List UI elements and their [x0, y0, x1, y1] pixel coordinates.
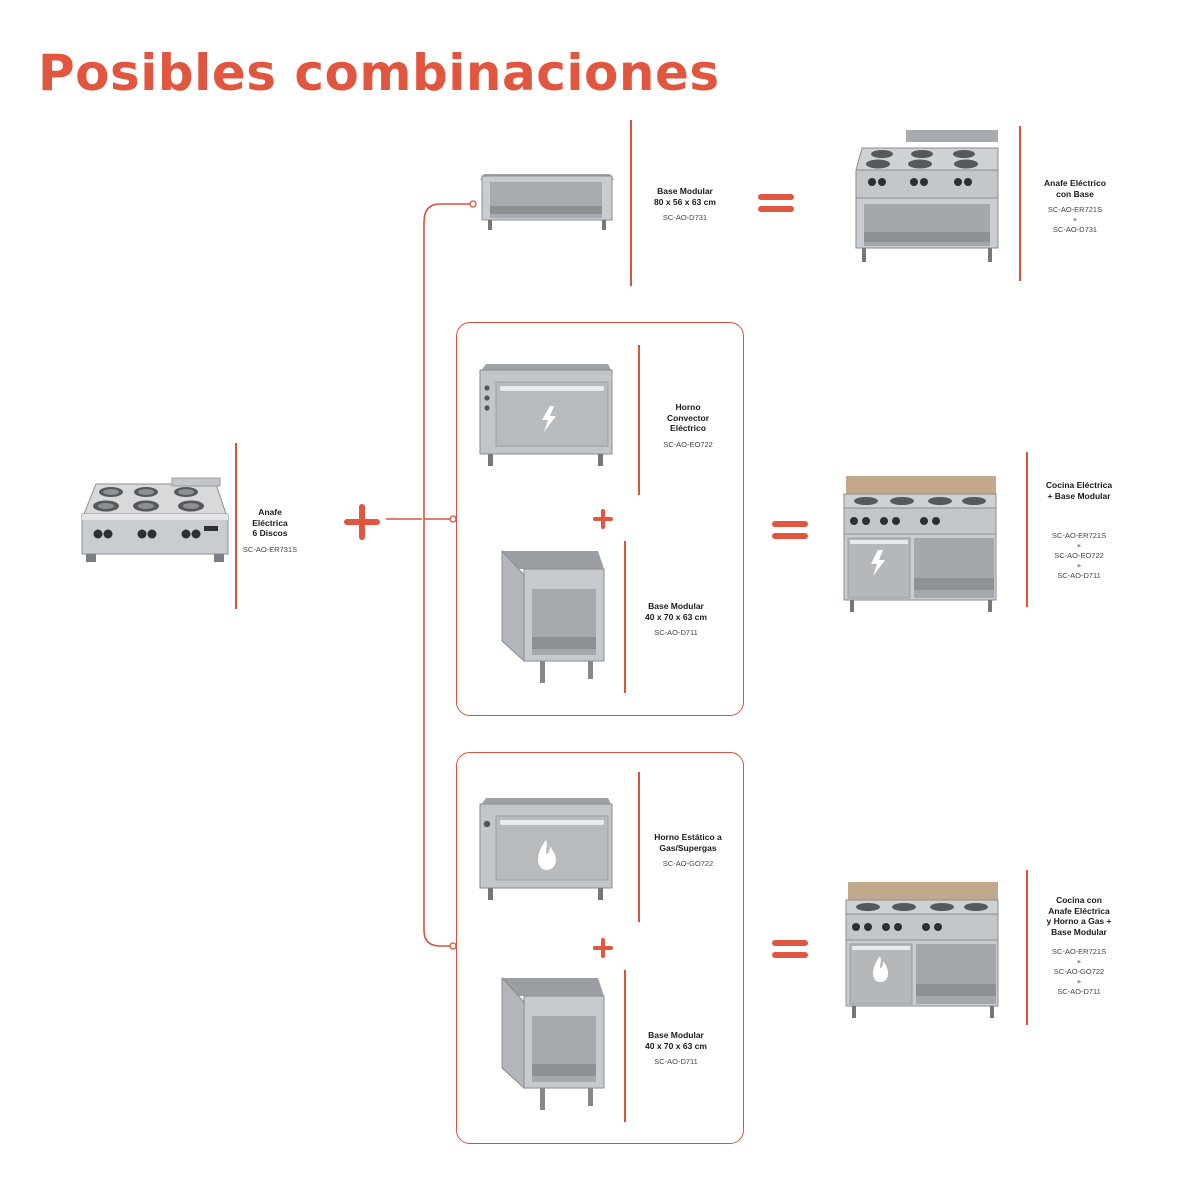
modular-base-40-image-1 [501, 549, 605, 683]
option3-oven-code: SC-AO-GO722 [662, 859, 714, 868]
option2-oven-divider [638, 345, 640, 495]
result3-label: Cocina con Anafe Eléctrica y Horno a Gas… [1034, 895, 1124, 997]
source-label: Anafe Eléctrica 6 Discos SC-AO-ER731S [240, 507, 300, 555]
result3-image [845, 882, 999, 1018]
source-code: SC-AO-ER731S [242, 544, 298, 554]
result2-code-3: SC-AO-D711 [1057, 571, 1101, 580]
option2-oven-name-1: Horno [675, 402, 701, 412]
option3-base-label: Base Modular 40 x 70 x 63 cm SC-AO-D711 [634, 1030, 718, 1067]
option2-base-label: Base Modular 40 x 70 x 63 cm SC-AO-D711 [634, 601, 718, 638]
result3-name-2: Anafe Eléctrica [1048, 905, 1110, 916]
option1-item-name-2: 80 x 56 x 63 cm [654, 196, 716, 207]
option3-oven-divider [638, 772, 640, 922]
plus-icon-main [344, 504, 380, 540]
result1-name-2: con Base [1056, 188, 1094, 199]
source-name-2: 6 Discos [252, 528, 288, 538]
result3-name-3: y Horno a Gas + [1046, 916, 1112, 926]
result1-plus: + [1072, 215, 1078, 224]
result2-code-1: SC-AO-ER721S [1051, 531, 1107, 540]
result3-name-1: Cocina con [1056, 895, 1102, 905]
modular-base-80-image [480, 174, 614, 230]
result1-label: Anafe Eléctrico con Base SC-AO-ER721S + … [1030, 178, 1120, 235]
source-name-1: Anafe Eléctrica [252, 507, 288, 528]
result1-name-1: Anafe Eléctrico [1044, 178, 1106, 188]
source-divider [235, 443, 237, 609]
equals-icon-1 [758, 194, 794, 218]
plus-icon-option2 [593, 509, 613, 529]
result1-divider [1019, 126, 1021, 281]
gas-oven-image [479, 798, 613, 900]
option2-oven-label: Horno Convector Eléctrico SC-AO-EO722 [648, 402, 728, 450]
option3-base-divider [624, 970, 626, 1122]
result3-plus-1: + [1076, 957, 1082, 966]
option1-item-divider [630, 120, 632, 286]
electric-oven-image [479, 364, 613, 466]
option3-oven-name-1: Horno Estático a [654, 832, 722, 842]
option2-base-code: SC-AO-D711 [654, 628, 698, 637]
result2-plus-1: + [1076, 541, 1082, 550]
option2-base-name-1: Base Modular [648, 601, 704, 611]
result2-code-2: SC-AO-EO722 [1054, 551, 1104, 560]
equals-icon-2 [772, 521, 808, 545]
result3-divider [1026, 870, 1028, 1025]
result2-divider [1026, 452, 1028, 607]
option2-oven-code: SC-AO-EO722 [663, 439, 713, 449]
option2-group [456, 322, 744, 716]
option3-base-code: SC-AO-D711 [654, 1057, 698, 1066]
result2-name-1: Cocina Eléctrica [1045, 480, 1113, 490]
electric-hob-image [81, 477, 229, 562]
result1-code-1: SC-AO-ER721S [1047, 205, 1103, 214]
result2-plus-2: + [1076, 561, 1082, 570]
modular-base-40-image-2 [501, 976, 605, 1110]
result1-codes: SC-AO-ER721S + SC-AO-D731 [1030, 205, 1120, 235]
option3-oven-name-2: Gas/Supergas [659, 842, 717, 853]
plus-icon-option3 [593, 938, 613, 958]
option3-oven-label: Horno Estático a Gas/Supergas SC-AO-GO72… [646, 832, 730, 869]
option3-base-name-2: 40 x 70 x 63 cm [645, 1040, 707, 1051]
result2-label: Cocina Eléctrica + Base Modular SC-AO-ER… [1034, 480, 1124, 581]
option1-item-name-1: Base Modular [657, 186, 713, 196]
result1-image [855, 130, 999, 262]
result2-codes: SC-AO-ER721S + SC-AO-EO722 + SC-AO-D711 [1034, 531, 1124, 581]
option2-oven-name-3: Eléctrico [670, 423, 706, 433]
result2-image [843, 476, 997, 612]
option2-base-divider [624, 541, 626, 693]
option3-group [456, 752, 744, 1144]
result3-code-3: SC-AO-D711 [1057, 987, 1101, 996]
result3-codes: SC-AO-ER721S + SC-AO-GO722 + SC-AO-D711 [1034, 947, 1124, 997]
page-title: Posibles combinaciones [38, 44, 720, 102]
option3-base-name-1: Base Modular [648, 1030, 704, 1040]
option2-base-name-2: 40 x 70 x 63 cm [645, 611, 707, 622]
option2-oven-name-2: Convector [666, 412, 710, 423]
option1-item-code: SC-AO-D731 [662, 213, 708, 222]
result3-code-1: SC-AO-ER721S [1051, 947, 1107, 956]
result2-name-2: + Base Modular [1047, 490, 1111, 501]
result3-name-4: Base Modular [1051, 926, 1107, 937]
result3-plus-2: + [1076, 977, 1082, 986]
result1-code-2: SC-AO-D731 [1052, 225, 1098, 234]
result3-code-2: SC-AO-GO722 [1053, 967, 1105, 976]
option1-item-label: Base Modular 80 x 56 x 63 cm SC-AO-D731 [640, 186, 730, 223]
equals-icon-3 [772, 940, 808, 964]
